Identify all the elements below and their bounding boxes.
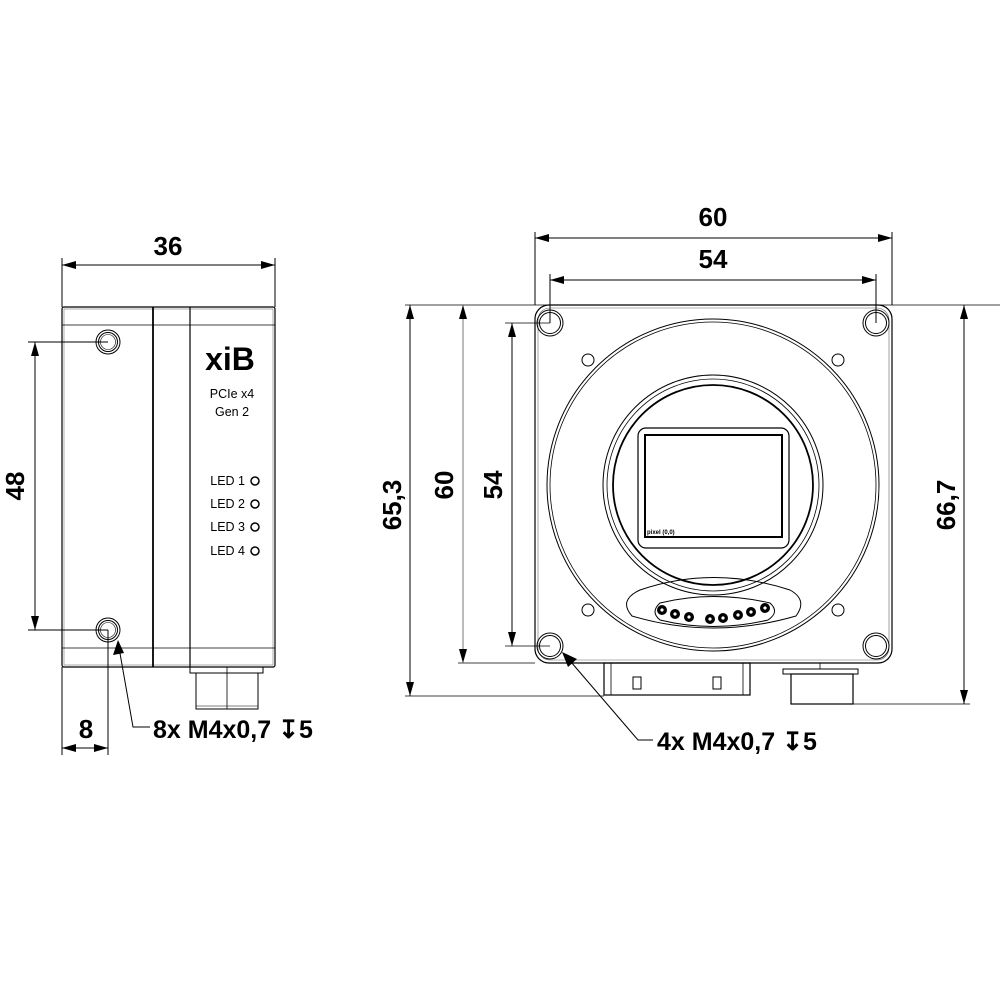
sensor-origin-label: pixel (0,0) (647, 530, 675, 536)
dim-width-36: 36 (154, 231, 183, 261)
dim-outer-width-60: 60 (699, 202, 728, 232)
sensor-housing (637, 427, 790, 549)
led-4-indicator (250, 546, 260, 556)
led-2-label: LED 2 (210, 497, 245, 511)
led-2-indicator (250, 499, 260, 509)
side-callout-thread: 8x M4x0,7 ↧5 (153, 716, 313, 744)
led-3-label: LED 3 (210, 520, 245, 534)
dim-hole-spacing-48: 48 (0, 472, 30, 501)
brand-logo: xiB (205, 341, 255, 377)
interface-line2: Gen 2 (215, 405, 249, 419)
led-1-label: LED 1 (210, 474, 245, 488)
front-callout-thread: 4x M4x0,7 ↧5 (657, 728, 817, 756)
side-connector (189, 666, 264, 710)
interface-line1: PCIe x4 (210, 387, 255, 401)
dim-hole-spacing-v-54: 54 (478, 470, 508, 499)
dim-body-height-60: 60 (429, 471, 459, 500)
front-mount-hole-br (862, 632, 890, 660)
pcie-connector (603, 662, 751, 696)
side-view (28, 258, 276, 755)
led-1-indicator (250, 476, 260, 486)
connector-pins (657, 603, 770, 624)
power-connector (782, 663, 859, 705)
lens-mount-inner-ring (602, 374, 824, 596)
front-view (405, 232, 1000, 741)
sensor-area (644, 434, 783, 538)
dim-total-height-65-3: 65,3 (377, 480, 407, 531)
lens-mount-outer-ring (546, 318, 880, 652)
dim-hole-spacing-h-54: 54 (699, 244, 728, 274)
dim-hole-offset-8: 8 (79, 714, 93, 744)
dim-right-height-66-7: 66,7 (931, 480, 961, 531)
led-4-label: LED 4 (210, 544, 245, 558)
led-3-indicator (250, 522, 260, 532)
